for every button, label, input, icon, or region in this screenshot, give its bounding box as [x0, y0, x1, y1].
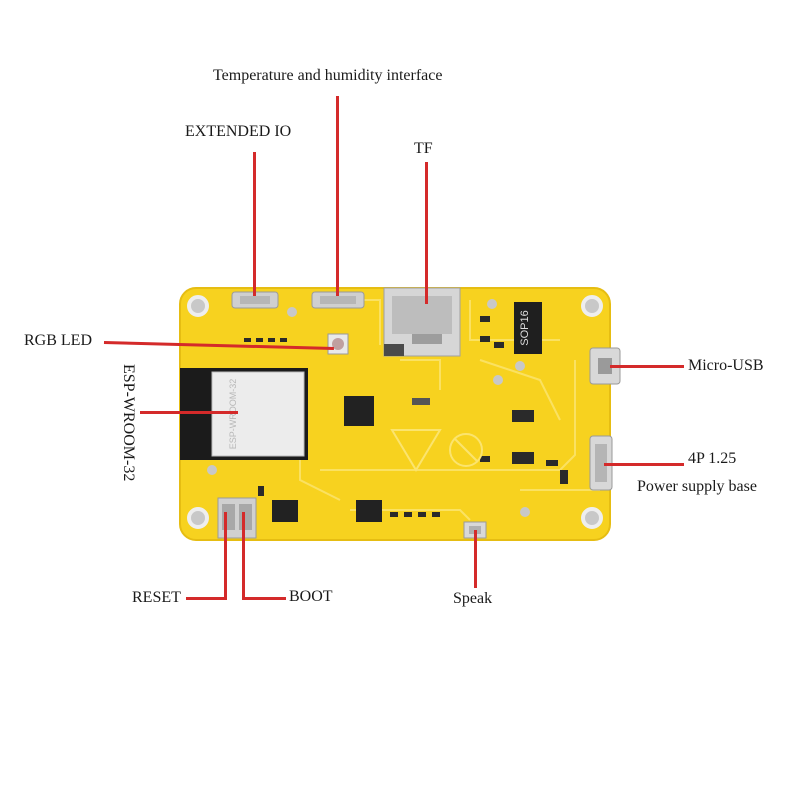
power-supply-connector: [589, 435, 613, 491]
label-reset: RESET: [132, 589, 181, 606]
mounting-holes: [187, 295, 603, 529]
qfn-chip-bottom-left: [272, 500, 298, 522]
qfn-chip-main: [344, 396, 374, 426]
callout-line-speak: [474, 530, 477, 588]
smd-components: [244, 316, 568, 517]
label-extended-io: EXTENDED IO: [185, 123, 292, 140]
callout-line-tf: [425, 162, 428, 304]
label-speak: Speak: [453, 590, 493, 607]
callout-line-power-base: [604, 463, 684, 466]
silkscreen-logos: [390, 429, 483, 472]
label-power-4p: 4P 1.25: [688, 450, 737, 467]
callout-line-reset-vertical: [224, 512, 227, 600]
callout-line-micro-usb: [610, 365, 684, 368]
qfn-chip-bottom-center: [356, 500, 382, 522]
callout-line-reset-horizontal: [186, 597, 227, 600]
label-esp-module: ESP-WROOM-32: [120, 364, 137, 482]
callout-line-temp-humidity: [336, 96, 339, 296]
sop16-chip: SOP16: [514, 302, 542, 354]
pcb-traces: [299, 299, 600, 521]
tf-card-slot: [383, 287, 461, 357]
rgb-led: [327, 333, 349, 355]
callout-line-boot-vertical: [242, 512, 245, 600]
callout-line-extended-io: [253, 152, 256, 296]
sop16-chip-label: SOP16: [519, 310, 531, 345]
esp-module-print: ESP-WROOM-32: [228, 379, 238, 450]
label-micro-usb: Micro-USB: [688, 357, 764, 374]
callout-line-boot-horizontal: [242, 597, 286, 600]
label-temp-humidity: Temperature and humidity interface: [213, 67, 443, 84]
label-boot: BOOT: [289, 588, 333, 605]
callout-line-esp-module: [140, 411, 238, 414]
label-power-base: Power supply base: [637, 478, 757, 495]
label-tf: TF: [414, 140, 433, 157]
label-rgb-led: RGB LED: [24, 332, 92, 349]
esp-wroom-32-module: ESP-WROOM-32: [180, 368, 308, 460]
